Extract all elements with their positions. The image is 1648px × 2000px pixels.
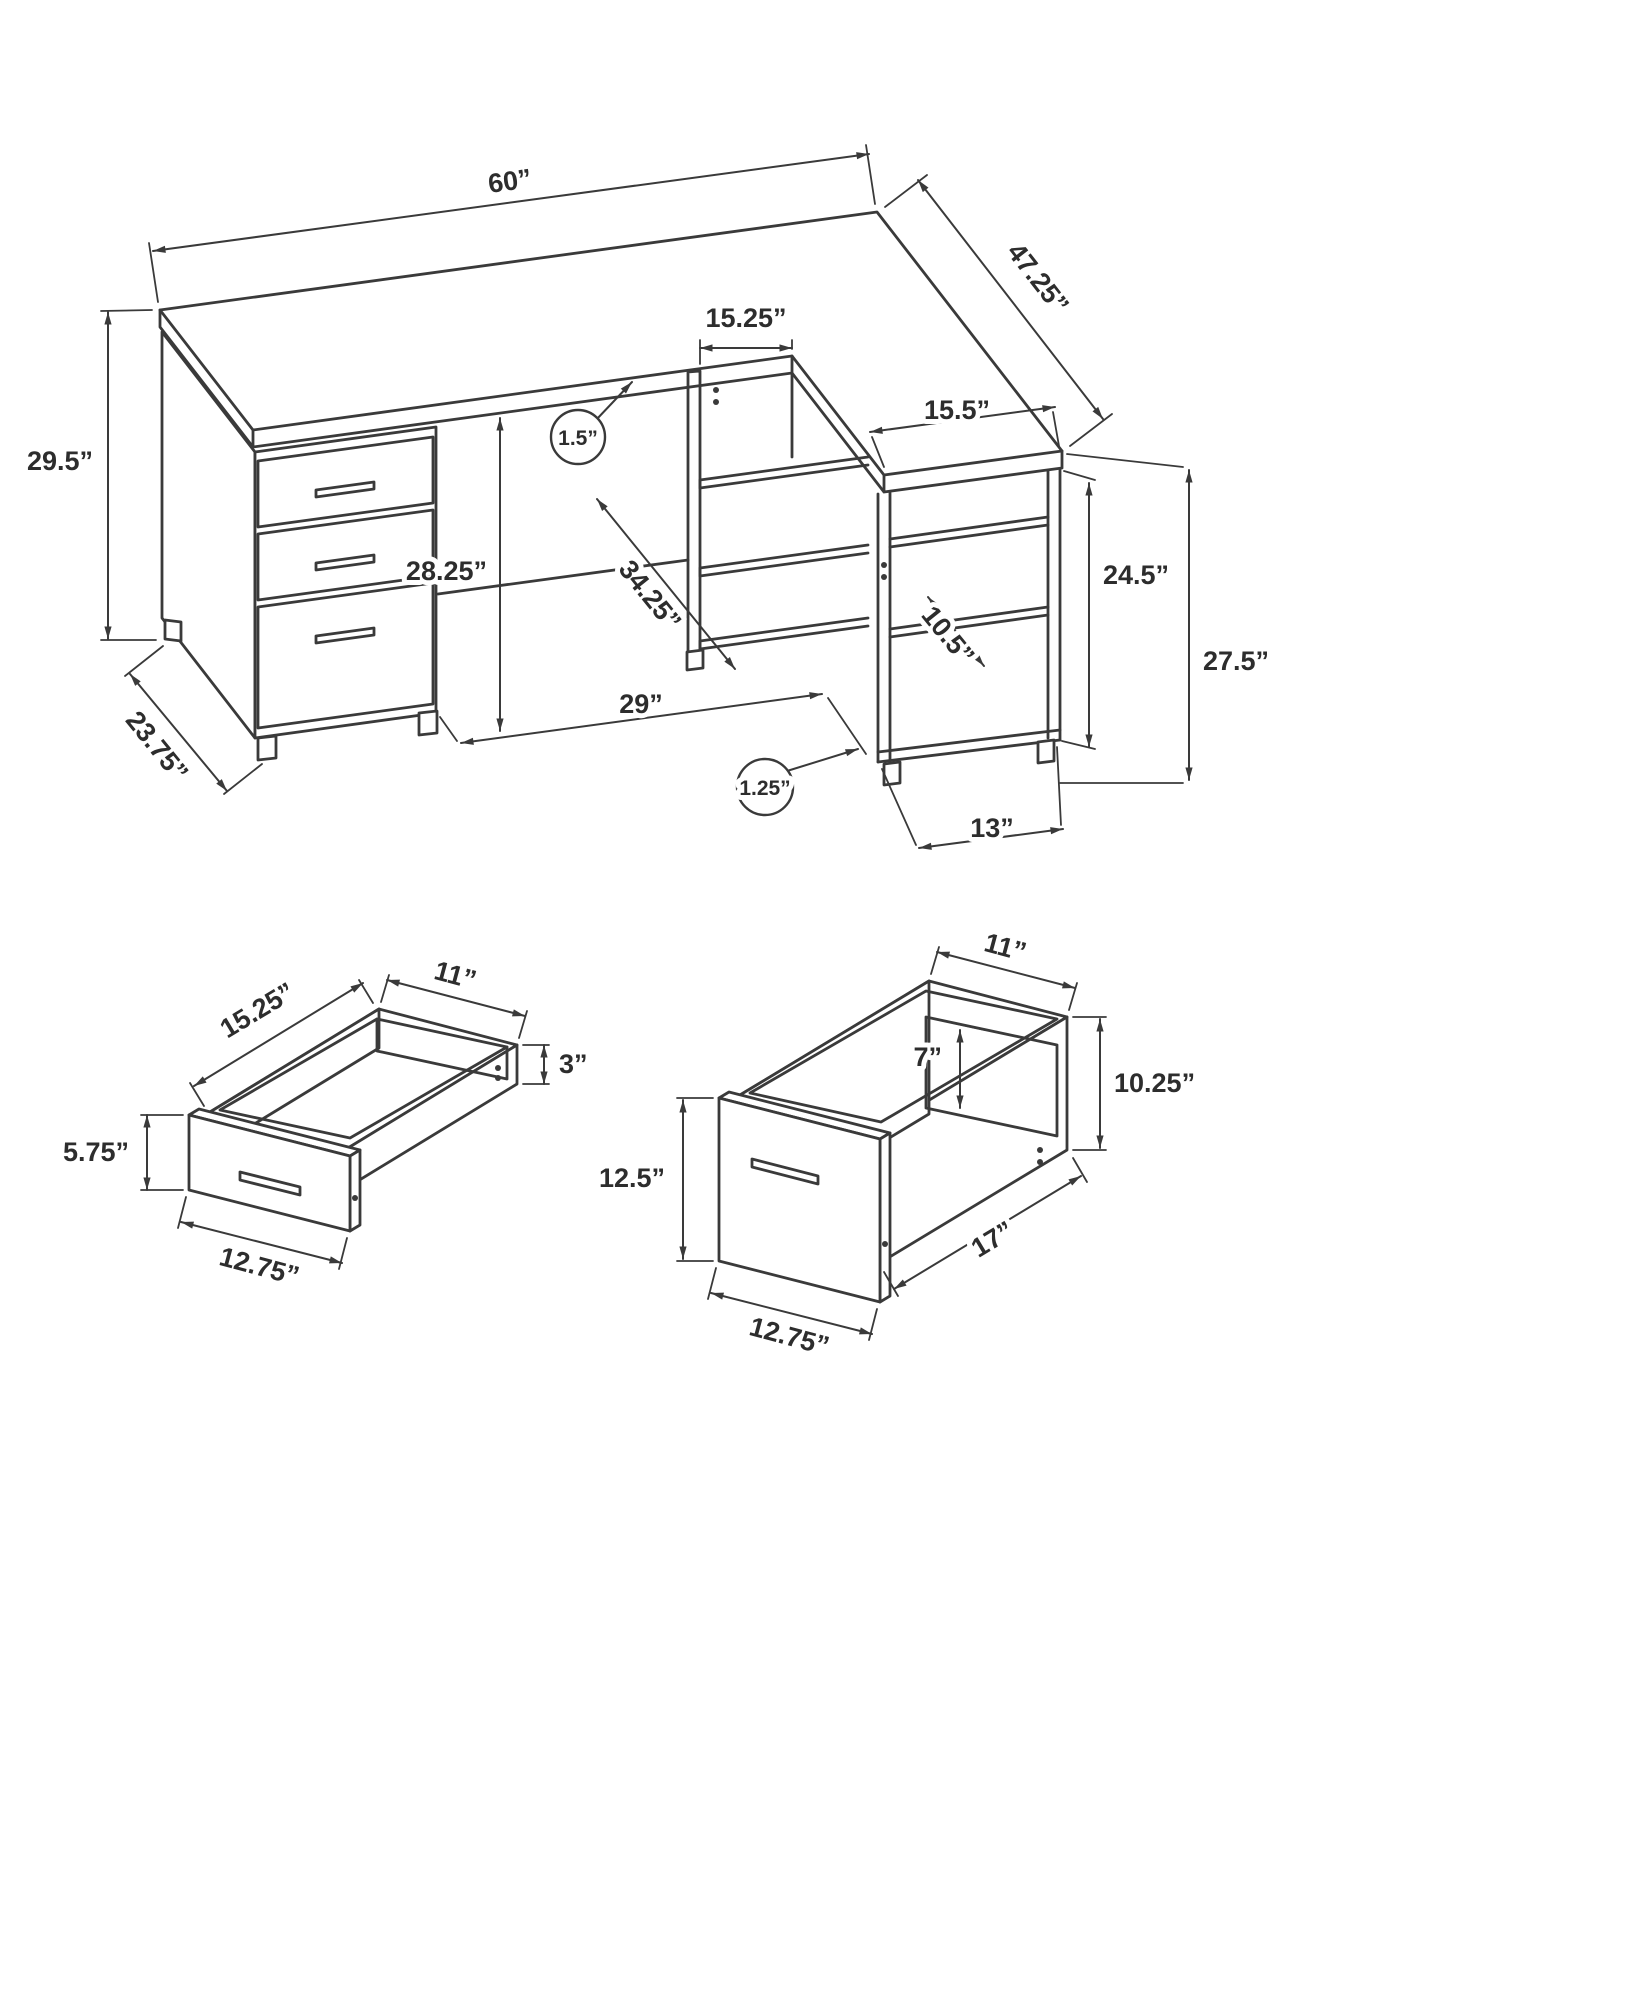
drawer-front-top <box>256 435 435 529</box>
dim-label-top-thickness: 1.5” <box>558 427 598 450</box>
pedestal-foot-back-left <box>163 618 183 643</box>
bookcase-shelf-upper <box>888 515 1050 549</box>
fitting-dot <box>1037 1159 1043 1165</box>
corner-shelf-lower <box>698 543 870 578</box>
corner-panel-foot <box>685 648 705 672</box>
drawer-front-right-edge <box>878 1131 892 1304</box>
corner-shelf-upper <box>698 455 870 490</box>
pedestal-foot-front-right <box>417 709 439 737</box>
dim-label-fd-front-width: 12.75” <box>746 1311 832 1361</box>
dim-kneespace-width: 29” <box>439 684 867 755</box>
dim-label-fd-side-height: 10.25” <box>1114 1068 1195 1098</box>
drawer-box-inner-rim <box>748 989 1059 1124</box>
fitting-dot <box>495 1065 501 1071</box>
dim-label-sd-side-height: 3” <box>559 1049 588 1079</box>
drawer-handle <box>750 1157 820 1186</box>
dim-clearance-height: 28.25” <box>401 417 504 732</box>
dim-base-thickness-callout: 1.25” <box>734 748 859 817</box>
dim-label-shelf-depth: 10.5” <box>916 600 981 670</box>
bookcase-base-edges <box>876 728 1062 764</box>
dim-corner-opening: 15.25” <box>699 298 793 365</box>
dim-label-sd-width: 11” <box>431 955 479 995</box>
dim-file-drawer-side-height: 10.25” <box>1072 1016 1200 1151</box>
fitting-dot <box>1037 1147 1043 1153</box>
bookcase-foot-right <box>1036 738 1056 765</box>
bookcase-foot-left <box>882 760 902 787</box>
dim-label-fd-back-height: 7” <box>913 1042 942 1072</box>
dim-label-fd-width: 11” <box>981 927 1029 967</box>
dim-label-top-width: 60” <box>486 163 533 199</box>
dim-label-fd-depth: 17” <box>966 1215 1019 1263</box>
dim-side-panel-width: 13” <box>881 746 1064 850</box>
dim-label-shelf-unit-height: 27.5” <box>1203 646 1269 676</box>
dim-overall-height: 29.5” <box>22 309 157 641</box>
dim-label-sd-front-height: 5.75” <box>63 1137 129 1167</box>
fitting-dot <box>352 1195 358 1201</box>
callout-circle <box>735 757 795 817</box>
dim-small-drawer-side-height: 3” <box>522 1044 593 1085</box>
dim-return-top-width: 15.5” <box>869 390 1060 468</box>
dim-label-side-panel-width: 13” <box>970 813 1014 843</box>
dim-shelf-depth: 10.5” <box>911 595 986 675</box>
drawer-box-back-panel <box>924 1015 1059 1138</box>
fitting-dot <box>495 1075 501 1081</box>
dim-diagonal-clearance: 34.25” <box>596 498 736 670</box>
dim-label-fd-front-height: 12.5” <box>599 1163 665 1193</box>
dim-file-drawer-back-height: 7” <box>908 1022 986 1109</box>
bookcase-left-panel-edges <box>876 491 892 766</box>
drawer-handle-top <box>314 480 376 499</box>
dim-file-drawer-front-height: 12.5” <box>594 1097 714 1262</box>
desk-isometric-view: 60” 47.25” 15.25” 1.5” 29.5” 28.25” <box>22 144 1274 850</box>
fitting-dot <box>881 574 887 580</box>
drawer-box-interior <box>375 1017 509 1081</box>
drawer-front-right-edge <box>348 1148 362 1233</box>
dim-label-corner-opening: 15.25” <box>705 303 786 333</box>
bookcase-shelf-lower <box>888 605 1050 639</box>
dim-label-clearance-height: 28.25” <box>406 556 487 586</box>
pedestal-foot-front-left <box>256 734 278 762</box>
fitting-dot <box>713 387 719 393</box>
dim-label-return-depth: 47.25” <box>1001 237 1075 319</box>
dim-label-shelf-opening-height: 24.5” <box>1103 560 1169 590</box>
callout-circle <box>549 408 607 466</box>
dim-label-return-top-width: 15.5” <box>924 395 990 425</box>
dim-label-overall-height: 29.5” <box>27 446 93 476</box>
bookcase-right-panel-edges <box>1046 467 1062 742</box>
drawer-handle <box>238 1170 302 1197</box>
drawer-handle-middle <box>314 553 376 572</box>
dim-small-drawer-front-height: 5.75” <box>58 1114 184 1191</box>
dim-label-base-thickness: 1.25” <box>739 777 790 800</box>
drawer-front-middle <box>256 508 435 602</box>
file-drawer-view: 11” 7” 10.25” 12.5” 17” 12.75” <box>594 922 1200 1366</box>
corner-bottom-shelf <box>698 616 870 651</box>
dim-shelf-opening-height: 24.5” <box>1061 470 1174 750</box>
dim-top-thickness-callout: 1.5” <box>549 381 633 466</box>
dim-label-sd-depth: 15.25” <box>215 977 300 1044</box>
desk-top-surface <box>158 210 1064 477</box>
corner-panel-edges <box>686 369 702 655</box>
bookcase-return <box>876 467 1062 787</box>
drawer-pedestal <box>160 330 439 762</box>
drawer-handle-file <box>314 626 376 645</box>
drawer-front-panel <box>187 1113 352 1233</box>
fitting-dot <box>882 1241 888 1247</box>
fitting-dot <box>713 399 719 405</box>
small-drawer-view: 15.25” 11” 3” 5.75” 12.75” <box>58 950 593 1296</box>
dim-shelf-unit-height: 27.5” <box>1059 453 1274 784</box>
drawer-front-file <box>256 581 435 730</box>
drawer-front-panel <box>717 1096 882 1304</box>
fitting-dot <box>881 562 887 568</box>
dim-label-kneespace-width: 29” <box>619 689 663 719</box>
fitting-dots <box>713 387 887 580</box>
dim-label-left-depth: 23.75” <box>120 705 194 787</box>
